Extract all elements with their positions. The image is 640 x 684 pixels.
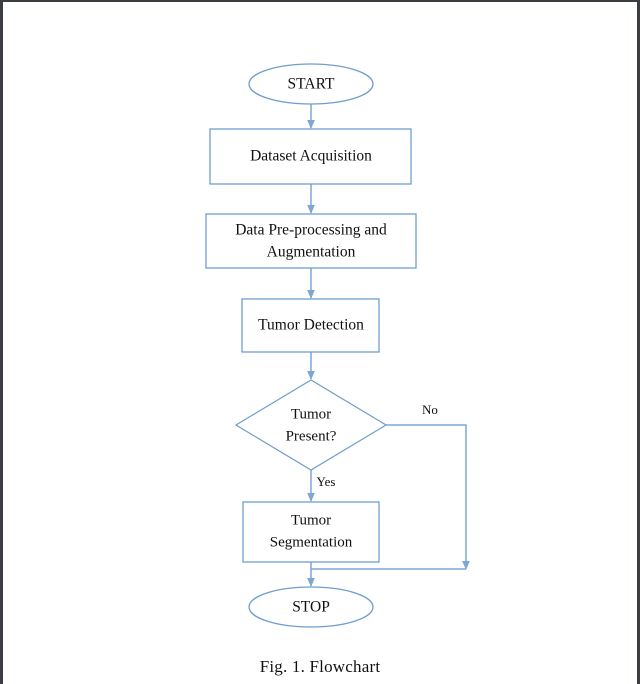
- flowchart-figure: START Dataset Acquisition Data Pre-proce…: [3, 2, 637, 652]
- node-segmentation-label-line2: Segmentation: [270, 534, 353, 550]
- node-segmentation-label-line1: Tumor: [291, 512, 331, 528]
- node-segmentation-shape: [242, 501, 380, 563]
- edge-label-yes: Yes: [317, 474, 336, 489]
- node-decision-label-line2: Present?: [286, 428, 337, 444]
- node-dataset-label: Dataset Acquisition: [250, 148, 372, 165]
- connector-decision-no-path: [386, 424, 470, 570]
- figure-caption: Fig. 1. Flowchart: [259, 657, 381, 676]
- node-detection-label: Tumor Detection: [258, 317, 364, 334]
- node-decision-label-line1: Tumor: [291, 406, 331, 422]
- node-preprocess-label-line1: Data Pre-processing and: [235, 222, 387, 239]
- edge-label-no: No: [422, 402, 438, 417]
- node-start-label: START: [288, 76, 335, 93]
- flowchart-canvas: START Dataset Acquisition Data Pre-proce…: [205, 63, 470, 628]
- node-preprocess-shape: [205, 213, 417, 269]
- node-stop-shape: [248, 586, 374, 628]
- node-start-shape: [248, 63, 374, 105]
- node-preprocess-label-line2: Augmentation: [267, 244, 356, 261]
- connector-layer: [307, 104, 470, 587]
- node-detection-shape: [241, 298, 380, 353]
- node-decision-shape: [234, 379, 388, 471]
- node-dataset-shape: [209, 128, 412, 185]
- node-stop-label: STOP: [292, 599, 330, 616]
